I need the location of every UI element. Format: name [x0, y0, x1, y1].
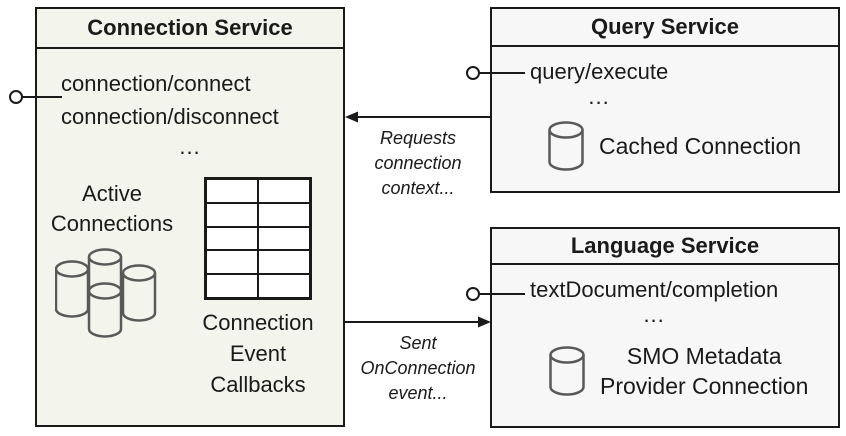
method-query-execute: query/execute	[530, 59, 669, 84]
smo-metadata-label: SMO Metadata Provider Connection	[600, 343, 809, 399]
database-icon	[549, 346, 585, 396]
language-methods: textDocument/completion ...	[530, 275, 779, 327]
connection-service-box: Connection Service connection/connect co…	[35, 7, 345, 427]
table-cell	[206, 274, 258, 298]
cached-connection-label: Cached Connection	[599, 133, 802, 159]
language-service-title: Language Service	[492, 229, 838, 265]
connection-methods-ellipsis: ...	[179, 134, 201, 159]
language-methods-ellipsis: ...	[643, 302, 665, 327]
table-cell	[206, 202, 258, 227]
language-service-interface-lollipop	[466, 287, 525, 301]
callbacks-label: Connection Event Callbacks	[202, 310, 314, 397]
query-service-title: Query Service	[492, 9, 838, 47]
table-cell	[258, 202, 310, 227]
arrow-query-to-connection	[345, 111, 491, 123]
connection-service-interface-lollipop	[9, 90, 62, 104]
table-cell	[258, 250, 310, 275]
arrow-connection-to-language	[345, 316, 491, 328]
method-connection-connect: connection/connect	[61, 71, 251, 96]
connection-methods: connection/connect connection/disconnect	[61, 67, 279, 133]
table-cell	[258, 274, 310, 298]
query-service-interface-lollipop	[466, 66, 525, 80]
table-cell	[206, 179, 258, 203]
table-cell	[206, 226, 258, 251]
active-connections-label: Active Connections	[50, 181, 174, 236]
method-textdocument-completion: textDocument/completion	[530, 277, 779, 302]
arrow-label-requests-connection-context: Requests connection context...	[374, 128, 462, 198]
cached-connection-row: Cached Connection	[547, 121, 801, 171]
active-connections-cylinders-icon	[55, 248, 157, 338]
table-cell	[258, 179, 310, 203]
arrow-label-sent-onconnection-event: Sent OnConnection event...	[360, 333, 476, 403]
query-methods: query/execute ...	[530, 57, 669, 109]
table-cell	[258, 226, 310, 251]
method-connection-disconnect: connection/disconnect	[61, 104, 279, 129]
callbacks-table	[204, 177, 312, 300]
connection-service-title: Connection Service	[37, 9, 343, 49]
query-service-box: Query Service query/execute ... Cached C…	[490, 7, 840, 193]
language-service-box: Language Service textDocument/completion…	[490, 227, 840, 428]
smo-metadata-row: SMO Metadata Provider Connection	[548, 341, 808, 401]
table-cell	[206, 250, 258, 275]
query-methods-ellipsis: ...	[588, 84, 610, 109]
database-icon	[548, 121, 584, 171]
